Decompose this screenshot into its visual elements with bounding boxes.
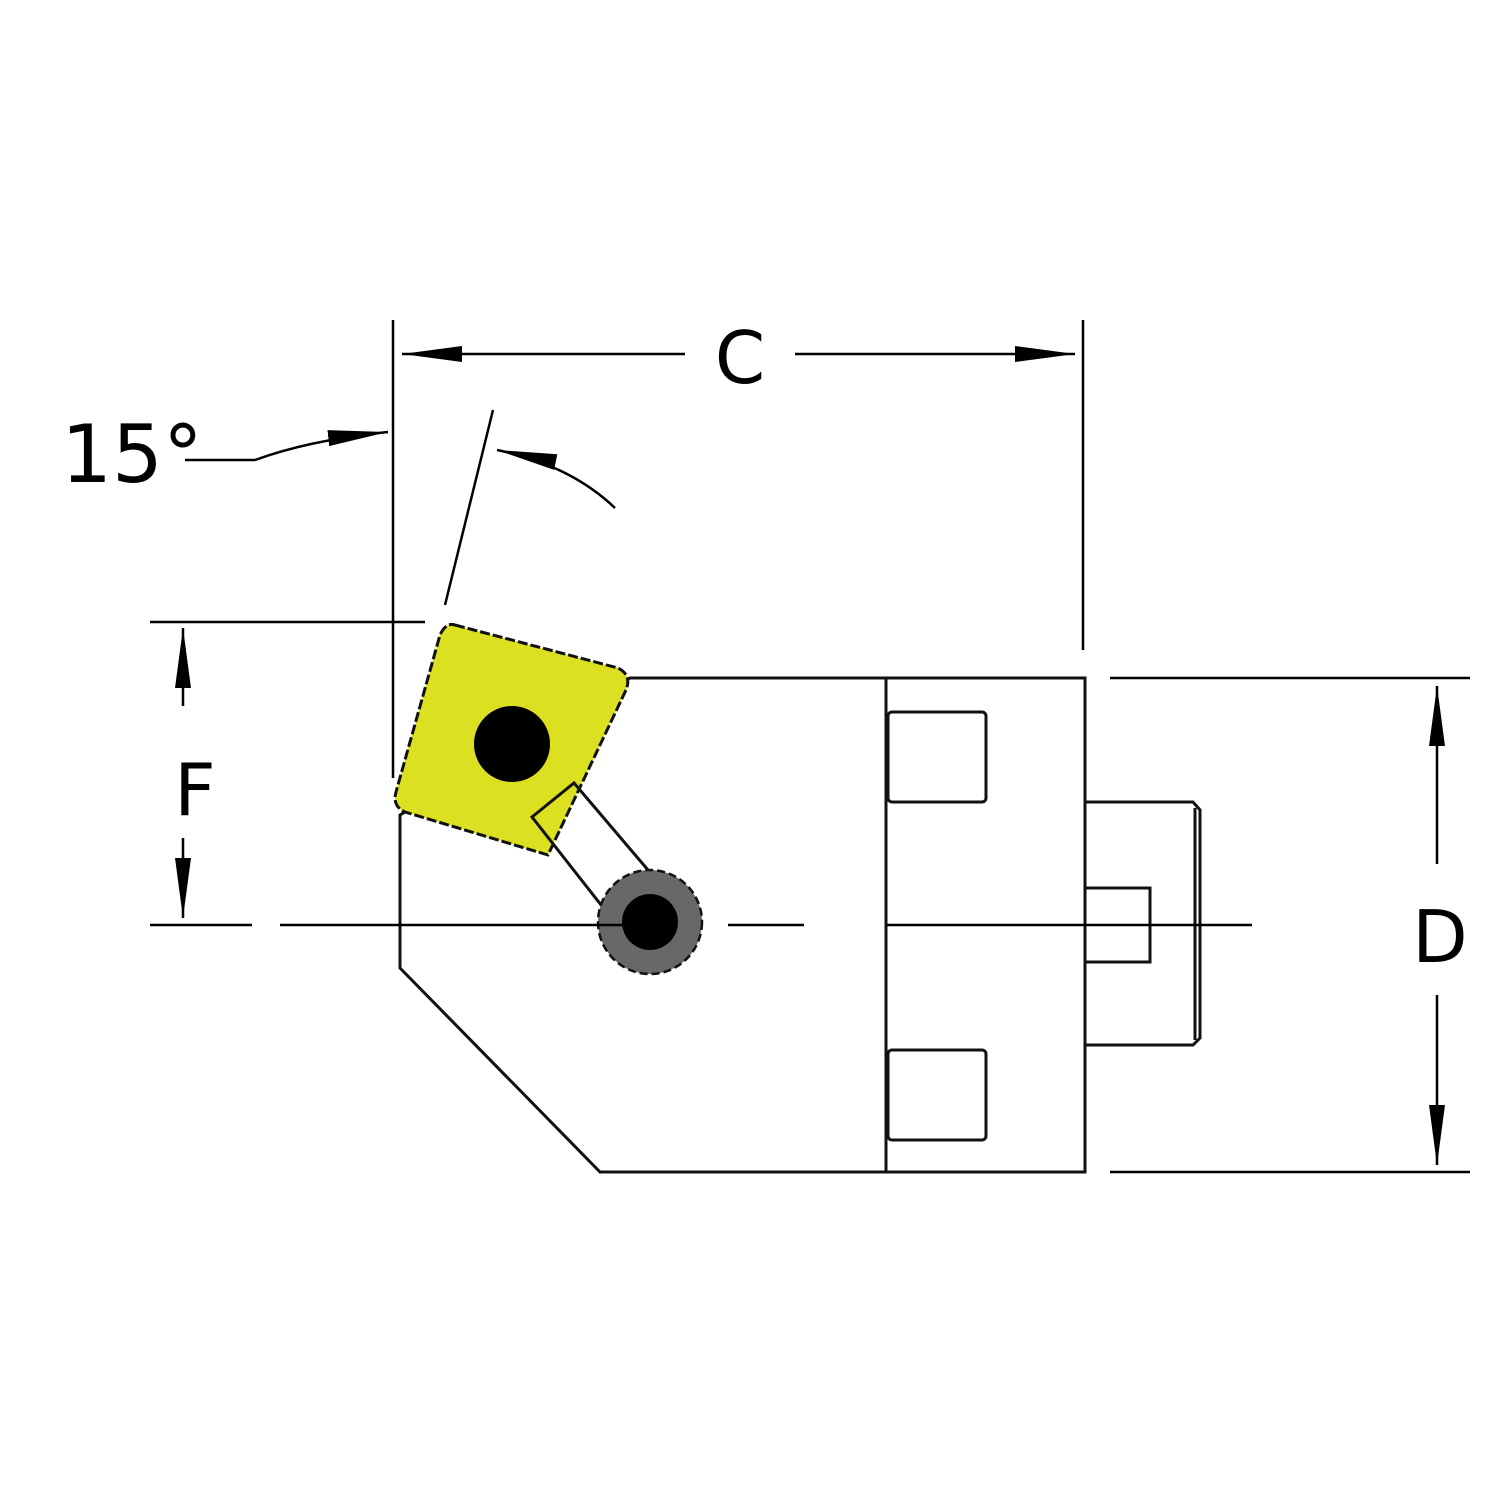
holder-body [398, 676, 1087, 1174]
shank [1085, 800, 1202, 1047]
dim-c-label: C [715, 316, 765, 400]
angle-dimension: 15° [61, 408, 616, 606]
key-slot-bottom [886, 1048, 988, 1142]
dimension-f: F [150, 620, 425, 918]
dim-f-label: F [174, 748, 215, 832]
dim-d-label: D [1412, 895, 1467, 979]
insert-hole [474, 706, 550, 782]
dimension-c: C [391, 316, 1085, 778]
angle-label: 15° [61, 408, 203, 501]
clamp-screw [622, 894, 678, 950]
dimension-d: D [1110, 676, 1470, 1174]
key-slot-top [886, 710, 988, 804]
